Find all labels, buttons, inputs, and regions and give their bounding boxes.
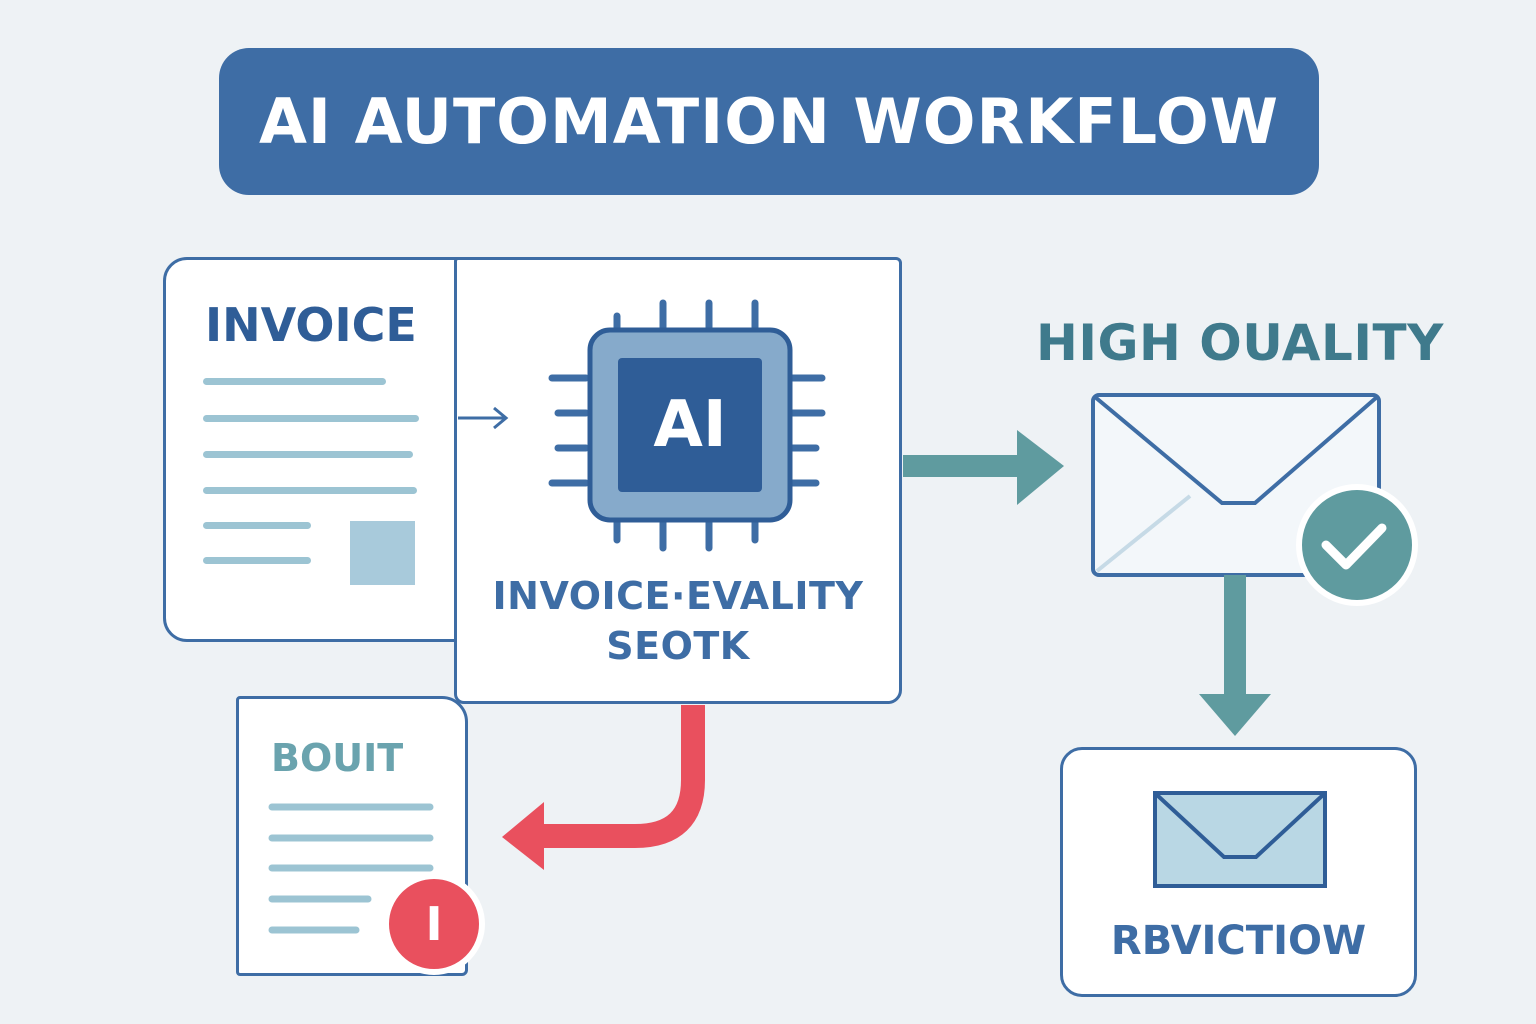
title-banner: AI AUTOMATION WORKFLOW <box>219 48 1319 195</box>
invoice-text-line <box>203 522 311 529</box>
arrow-right-icon <box>903 430 1064 505</box>
invoice-text-line <box>203 451 413 458</box>
flagged-label: BOUIT <box>271 736 404 780</box>
chip-pins-icon <box>548 299 826 552</box>
invoice-stamp-box <box>350 521 415 585</box>
flagged-text-lines <box>268 803 434 934</box>
high-quality-label: HIGH OUALITY <box>1036 314 1444 372</box>
check-badge-icon <box>1296 484 1418 606</box>
alert-badge-icon <box>383 873 485 975</box>
ai-step-caption-line1: INVOICE·EVALITY <box>492 574 864 618</box>
invoice-text-line <box>203 487 417 494</box>
invoice-document-card <box>163 257 473 642</box>
arrow-down-icon <box>1199 575 1271 736</box>
invoice-label: INVOICE <box>205 298 417 352</box>
arrow-curve-left-icon <box>502 705 705 870</box>
invoice-text-line <box>203 415 419 422</box>
arrow-small-icon <box>458 406 509 430</box>
diagram-title: AI AUTOMATION WORKFLOW <box>258 85 1280 158</box>
alert-badge-text: I <box>425 897 443 951</box>
invoice-text-line <box>203 557 311 564</box>
ai-step-caption-line2: SEOTK <box>606 624 750 668</box>
invoice-text-line <box>203 378 386 385</box>
review-label: RBVICTIOW <box>1110 918 1367 964</box>
review-envelope-icon <box>1153 791 1327 888</box>
ai-chip-label: AI <box>653 388 727 462</box>
